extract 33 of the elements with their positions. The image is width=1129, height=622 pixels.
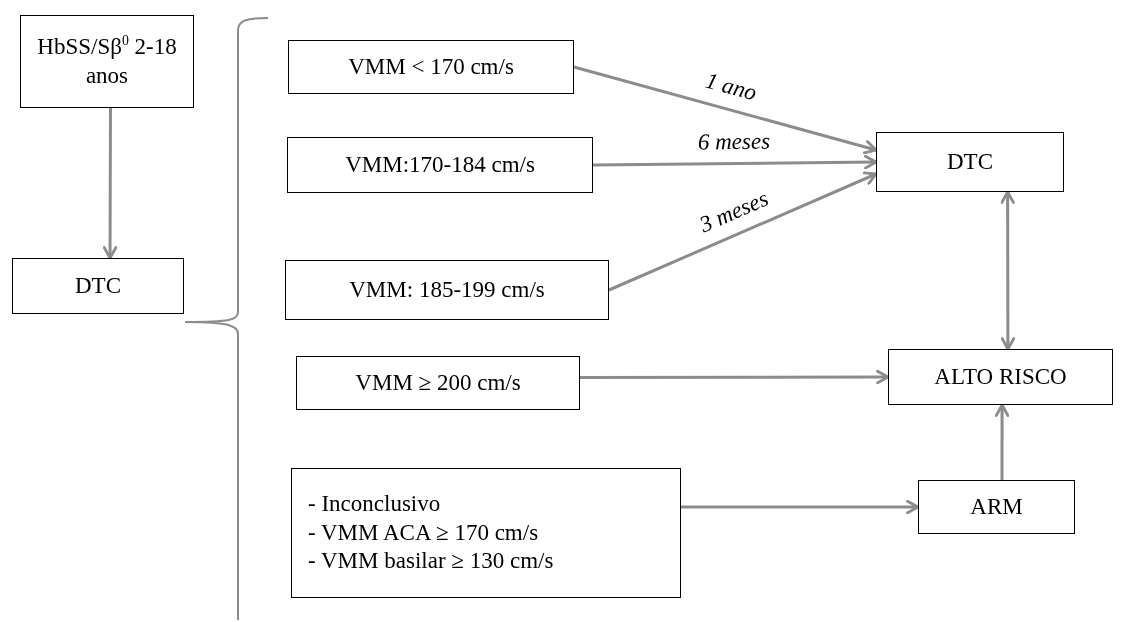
process-box	[291, 468, 681, 598]
box-text: - Inconclusivo	[308, 489, 441, 518]
arrow	[573, 65, 878, 155]
arrow	[593, 154, 878, 170]
box-text: VMM ≥ 200 cm/s	[355, 368, 521, 397]
process-box	[20, 15, 194, 108]
process-box	[12, 258, 184, 314]
box-text: ALTO RISCO	[934, 362, 1067, 391]
box-text: VMM < 170 cm/s	[348, 52, 514, 81]
box-text: - VMM ACA ≥ 170 cm/s	[308, 518, 539, 547]
box-text: HbSS/Sβ$^{0}$ 2-18 anos	[36, 32, 178, 90]
edge-label: 6 meses	[698, 128, 771, 155]
process-box	[288, 40, 574, 94]
arrow	[1000, 190, 1016, 351]
arrow	[994, 403, 1010, 480]
process-box	[918, 480, 1075, 534]
box-text: DTC	[947, 147, 993, 176]
arrow	[102, 108, 118, 260]
arrow	[681, 499, 920, 515]
arrow	[608, 171, 878, 292]
edge-label: 1 ano	[702, 67, 760, 107]
edge-label: 3 meses	[695, 185, 772, 239]
process-box	[876, 132, 1064, 192]
box-text: DTC	[75, 271, 121, 300]
process-box	[296, 356, 580, 410]
box-text: VMM: 185-199 cm/s	[349, 275, 545, 304]
box-text: VMM:170-184 cm/s	[345, 150, 535, 179]
box-text: ARM	[970, 492, 1023, 521]
arrow	[580, 369, 890, 385]
process-box	[287, 137, 593, 193]
process-box	[285, 260, 609, 320]
box-text: - VMM basilar ≥ 130 cm/s	[308, 547, 554, 576]
process-box	[888, 349, 1113, 405]
